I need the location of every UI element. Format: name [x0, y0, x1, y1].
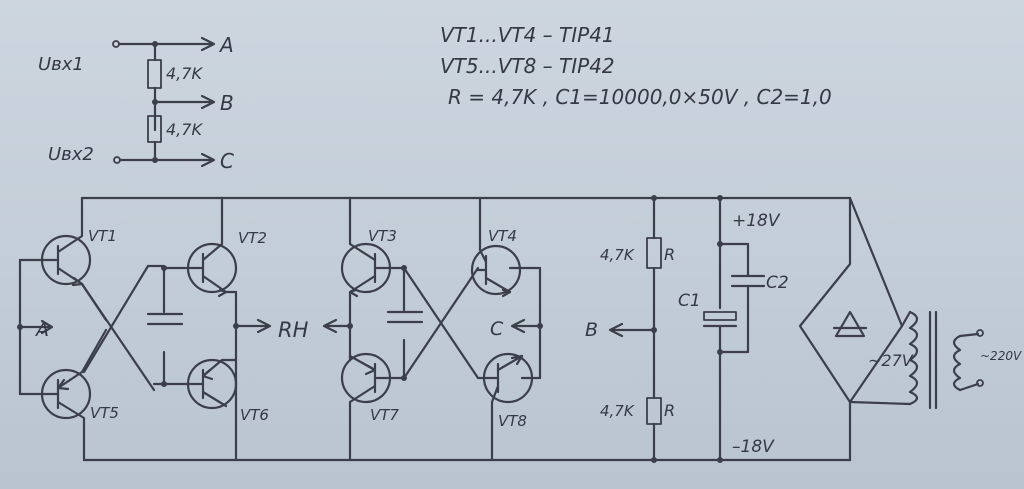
mains-transformer [908, 310, 984, 410]
divider-resistor-bottom-label: 4,7K [166, 120, 203, 139]
midpoint-b-arrow [608, 322, 656, 338]
supply-resistor-bottom-name: R [664, 401, 675, 420]
capacitor-c1 [703, 311, 737, 321]
transformer-core [928, 310, 938, 410]
vt7-label: VT7 [370, 406, 399, 424]
transformer-secondary [908, 310, 919, 406]
transistor-vt4 [470, 244, 522, 296]
note-line-1: VT1...VT4 – TIP41 [440, 23, 615, 47]
input-a-arrow [18, 319, 54, 335]
vt8-label: VT8 [498, 412, 527, 430]
vt3-label: VT3 [368, 227, 397, 245]
capacitor-c2-label: C2 [766, 273, 789, 293]
divider-output-a-label: A [218, 33, 234, 57]
input-divider [112, 36, 216, 168]
primary-voltage-label: ~220V [980, 349, 1022, 363]
input-1-label: Uвх1 [38, 54, 84, 75]
left-gate-capacitor [146, 312, 184, 326]
supply-resistor-top-name: R [664, 245, 675, 264]
note-line-3: R = 4,7K , C1=10000,0×50V , C2=1,0 [448, 85, 832, 109]
divider-resistor-top [147, 59, 162, 89]
bridge-input-c-label: C [490, 318, 504, 340]
rectifier-diode-symbol [832, 310, 868, 338]
bridge-input-a-label: A [34, 319, 49, 341]
divider-resistor-top-label: 4,7K [166, 64, 203, 83]
right-h-bridge [340, 196, 543, 462]
vt5-label: VT5 [90, 404, 119, 422]
load-label: RН [278, 318, 309, 342]
rectifier-bridge [798, 196, 912, 462]
vt2-label: VT2 [238, 229, 267, 247]
output-b-arrow [200, 94, 216, 110]
supply-resistor-top [646, 237, 662, 269]
divider-output-b-label: B [220, 91, 234, 115]
supply-resistor-top-value: 4,7K [600, 246, 635, 264]
load-right-arrow [322, 318, 352, 334]
vt4-label: VT4 [488, 227, 517, 245]
input-2-label: Uвх2 [48, 144, 94, 165]
right-gate-capacitor [386, 310, 424, 324]
capacitor-c1-label: C1 [678, 291, 701, 311]
secondary-voltage-label: ~27V [868, 351, 914, 370]
supply-resistor-bottom-value: 4,7K [600, 402, 635, 420]
negative-supply-label: –18V [732, 437, 775, 457]
midpoint-b-label: B [585, 319, 598, 341]
supply-resistor-bottom [646, 397, 662, 425]
output-a-arrow [200, 36, 216, 52]
vt6-label: VT6 [240, 406, 269, 424]
input-c-arrow [510, 318, 542, 334]
load-left-arrow [234, 318, 272, 334]
filter-capacitors [702, 195, 766, 463]
vt1-label: VT1 [88, 227, 117, 245]
midpoint-divider [608, 195, 662, 463]
output-c-arrow [200, 152, 216, 168]
left-h-bridge [17, 196, 272, 462]
divider-output-c-label: C [220, 149, 234, 173]
positive-supply-label: +18V [732, 211, 781, 231]
capacitor-c2 [730, 274, 766, 288]
transformer-primary [952, 334, 962, 392]
note-line-2: VT5...VT8 – TIP42 [440, 54, 615, 78]
